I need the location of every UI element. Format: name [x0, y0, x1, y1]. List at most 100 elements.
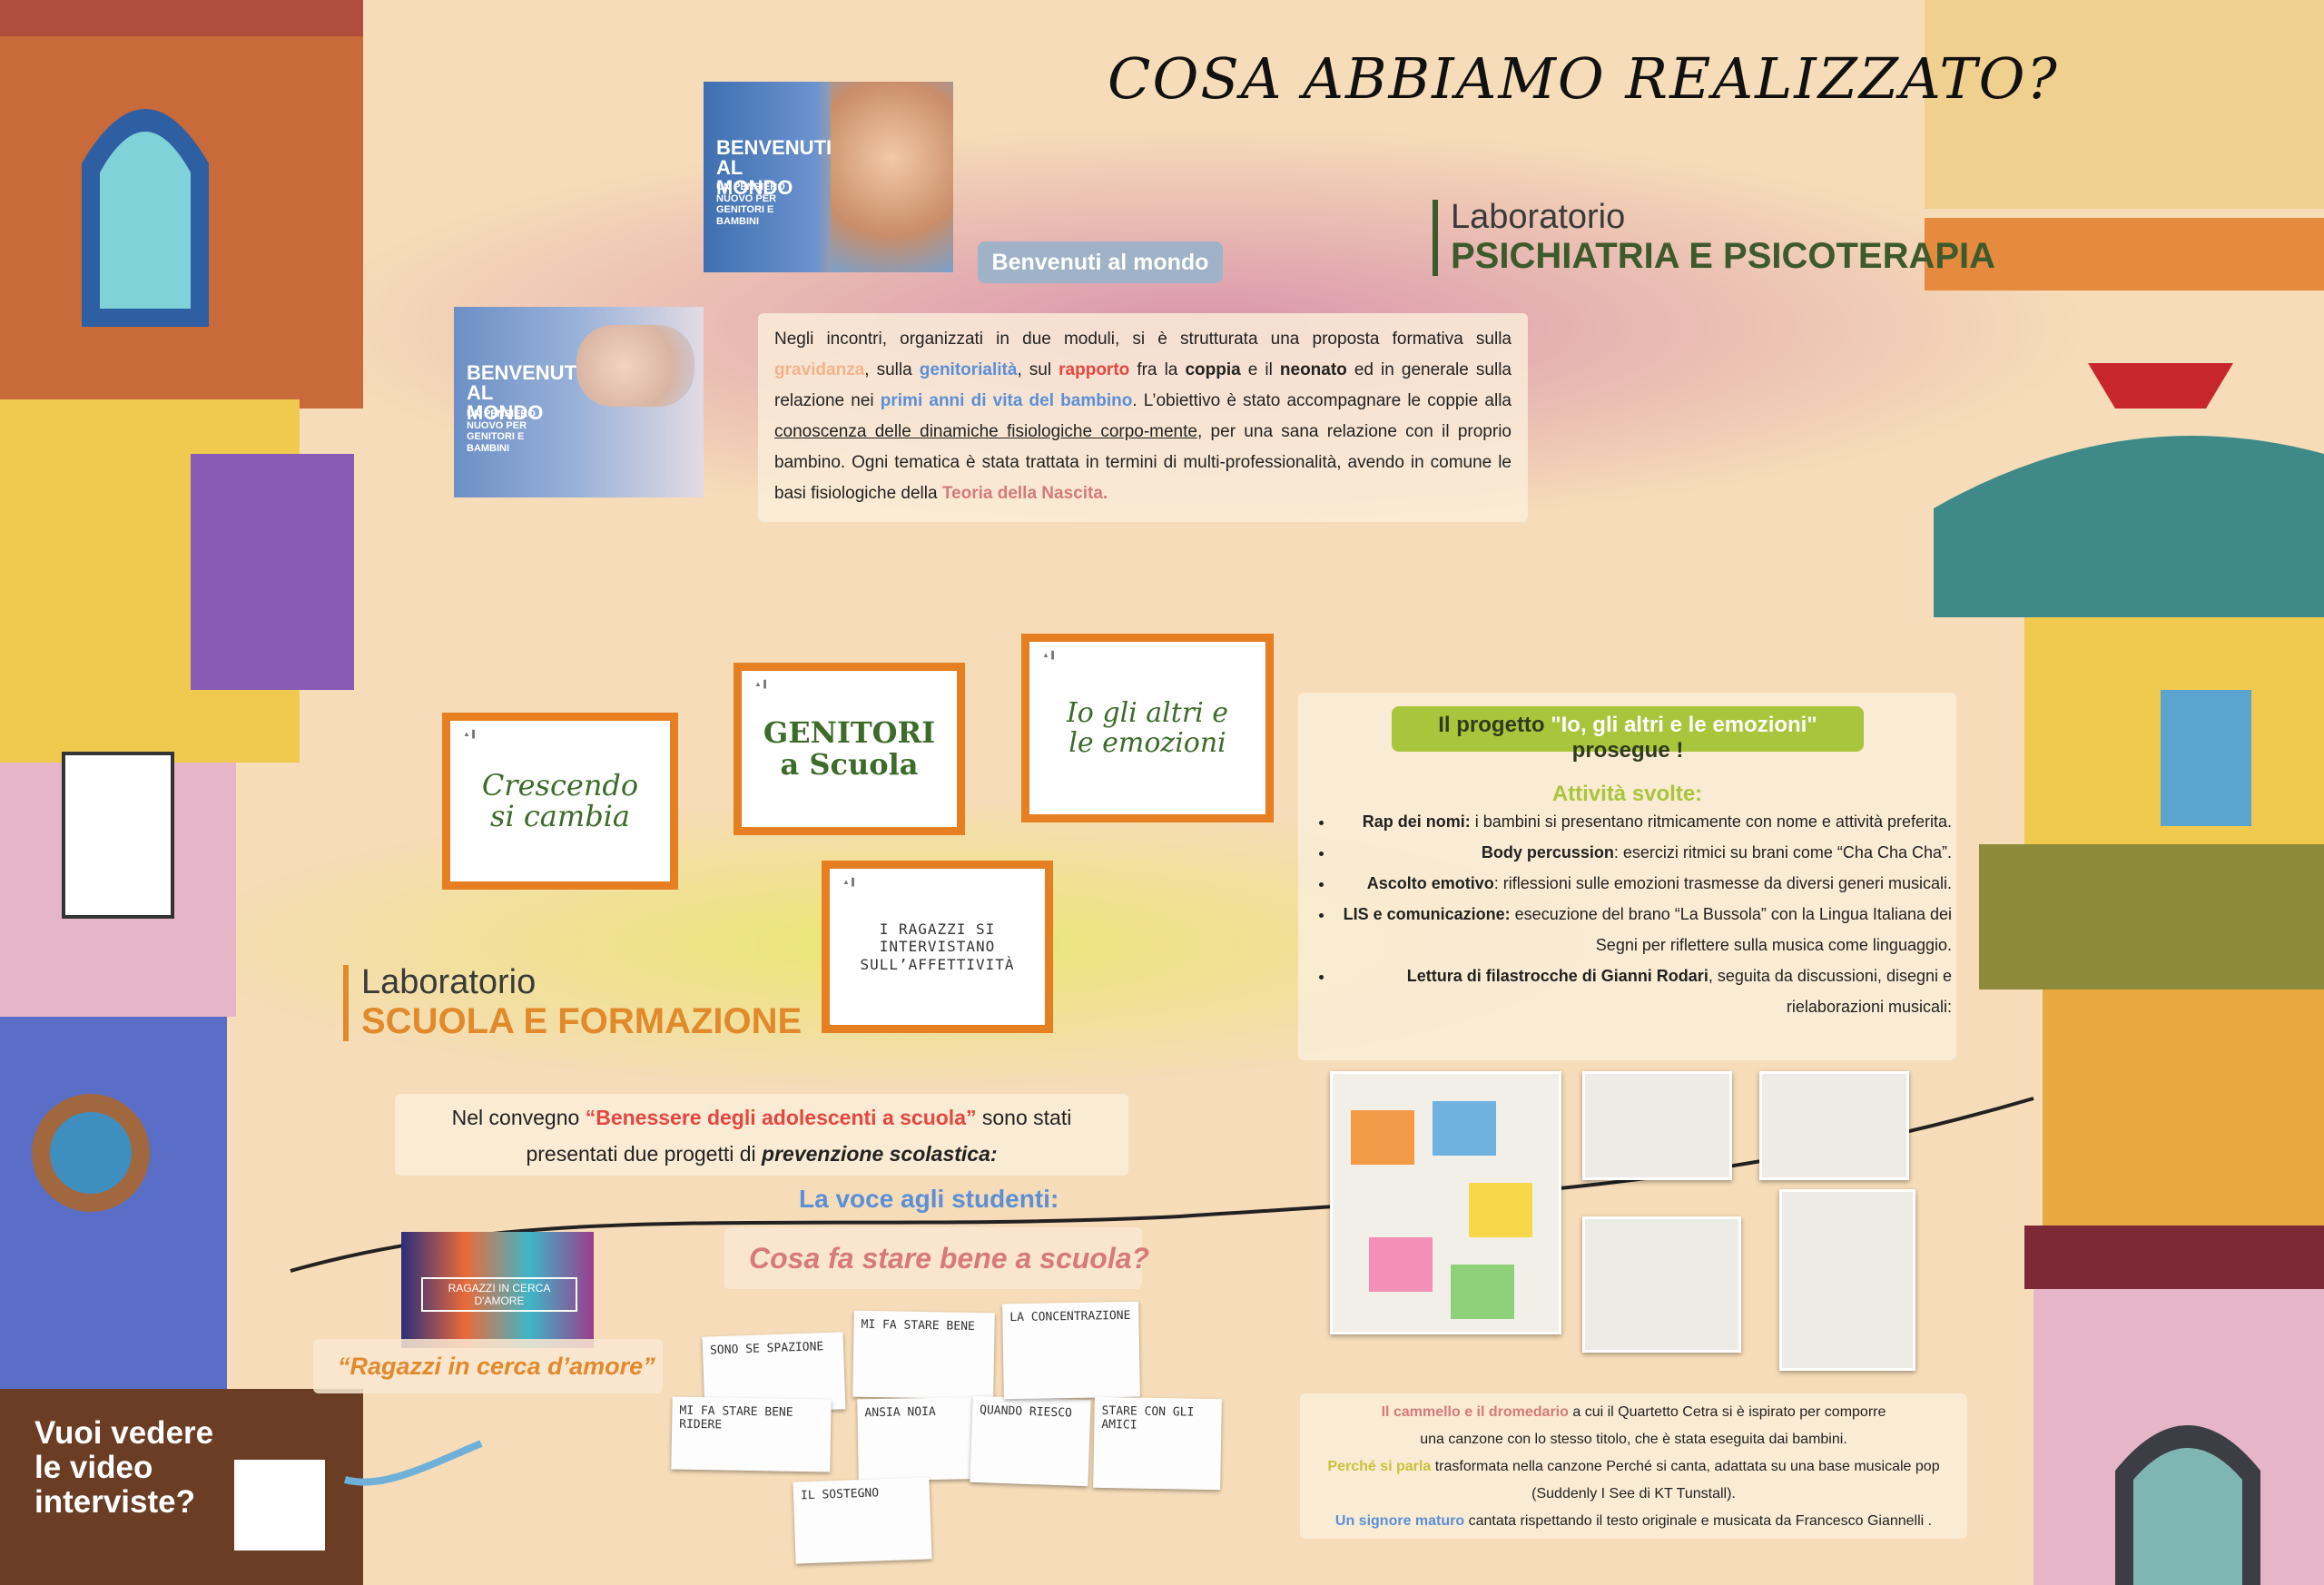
paragraph-fragment: Teoria della Nascita.: [941, 484, 1108, 503]
question-banner: [724, 1227, 1142, 1289]
convegno-line2-pre: presentati due progetti di: [526, 1142, 763, 1166]
poster-subtitle: UN PENSIERO NUOVO PER GENITORI E BAMBINI: [716, 182, 785, 227]
activity-item: Ascolto emotivo: riflessioni sulle emozi…: [1334, 868, 1952, 899]
poster-title: BENVENUTI AL MONDO: [716, 136, 832, 199]
paragraph-fragment: fra la: [1129, 360, 1186, 379]
activity-name: Body percussion: [1481, 843, 1614, 861]
student-note: LA CONCENTRAZIONE: [1002, 1301, 1140, 1400]
card-brand-mark: ▲ ▌: [463, 730, 478, 738]
clothes-line: [290, 1097, 2034, 1273]
paragraph-fragment: , sulla: [864, 360, 920, 379]
songs-text-3: trasformata nella canzone Perché si cant…: [1431, 1459, 1940, 1474]
songs-text-5: cantata rispettando il testo originale e…: [1464, 1513, 1933, 1529]
activity-item: Rap dei nomi: i bambini si presentano ri…: [1334, 806, 1952, 837]
convegno-line1: Nel convegno “Benessere degli adolescent…: [395, 1094, 1128, 1136]
child-photo-placeholder: [831, 82, 953, 272]
card-brand-mark: ▲ ▌: [842, 878, 857, 886]
ragazzi-caption-bg: [313, 1339, 663, 1393]
video-line2: le video: [34, 1450, 153, 1485]
card-io-gli-altri: ▲ ▌ Io gli altri e le emozioni: [1021, 634, 1274, 822]
lab-school-heading: Laboratorio SCUOLA E FORMAZIONE: [343, 964, 803, 1041]
paragraph-fragment: conoscenza delle dinamiche fisiologiche …: [774, 422, 1197, 441]
card-crescendo-si-cambia: ▲ ▌ Crescendo si cambia: [442, 713, 678, 890]
song-title-2: Perché si parla: [1327, 1459, 1432, 1474]
activity-description: esecuzione del brano “La Bussola” con la…: [1510, 905, 1952, 954]
songs-line2: una canzone con lo stesso titolo, che è …: [1420, 1432, 1847, 1447]
video-prompt: Vuoi vedere le video interviste?: [34, 1416, 213, 1520]
sticky-note: [1451, 1265, 1514, 1319]
student-note: MI FA STARE BENE: [852, 1310, 995, 1400]
paragraph-fragment: Negli incontri, organizzati in due modul…: [774, 330, 1512, 349]
student-note: MI FA STARE BENE RIDERE: [671, 1396, 832, 1472]
purple-window: [191, 454, 354, 690]
paragraph-fragment: , per una sana relazione con il proprio …: [774, 422, 1512, 503]
drawing-photo: [1582, 1071, 1732, 1180]
progetto-title: Il progetto "Io, gli altri e le emozioni…: [1392, 713, 1864, 763]
convegno-line2: presentati due progetti di prevenzione s…: [395, 1136, 1128, 1172]
paragraph-fragment: . L’obiettivo è stato accompagnare le co…: [1132, 391, 1512, 410]
songs-panel: Il cammello e il dromedario a cui il Qua…: [1300, 1393, 1967, 1539]
student-note: QUANDO RIESCO: [970, 1395, 1091, 1487]
lab-label: Laboratorio: [1451, 198, 1626, 236]
ragazzi-image-text: RAGAZZI IN CERCA D'AMORE: [421, 1277, 577, 1312]
activity-item: Body percussion: esercizi ritmici su bra…: [1334, 837, 1952, 868]
song-title-1: Il cammello e il dromedario: [1381, 1404, 1569, 1420]
paragraph-fragment: rapporto: [1059, 360, 1130, 379]
paragraph-fragment: neonato: [1279, 360, 1347, 379]
right-house-top: [1925, 0, 2324, 209]
activity-name: Rap dei nomi:: [1362, 812, 1471, 831]
progetto-pre: Il progetto: [1438, 713, 1551, 737]
student-note: STARE CON GLI AMICI: [1093, 1396, 1222, 1491]
activities-list: Rap dei nomi: i bambini si presentano ri…: [1316, 806, 1952, 1022]
qr-code[interactable]: [234, 1460, 325, 1551]
convegno-panel: Nel convegno “Benessere degli adolescent…: [395, 1094, 1128, 1176]
card-brand-mark: ▲ ▌: [1042, 651, 1057, 659]
drawing-photo: [1582, 1216, 1741, 1353]
activity-name: Ascolto emotivo: [1366, 874, 1494, 892]
card-brand-mark: ▲ ▌: [754, 680, 769, 688]
lab-psychiatry-heading: Laboratorio PSICHIATRIA E PSICOTERAPIA: [1433, 198, 1995, 276]
ragazzi-image: RAGAZZI IN CERCA D'AMORE: [401, 1232, 594, 1348]
psychiatry-description: Negli incontri, organizzati in due modul…: [758, 313, 1528, 522]
progetto-post: prosegue !: [1571, 738, 1684, 763]
progetto-panel: Il progetto "Io, gli altri e le emozioni…: [1298, 693, 1956, 1060]
green-tiled-roof: [1934, 436, 2324, 617]
ragazzi-caption: “Ragazzi in cerca d’amore”: [338, 1353, 655, 1380]
activity-item: LIS e comunicazione: esecuzione del bran…: [1334, 899, 1952, 960]
attivita-heading: Attività svolte:: [1551, 782, 1703, 806]
blue-house: [0, 1017, 227, 1416]
paragraph-fragment: ed in generale sulla relazione nei: [774, 360, 1512, 410]
card-title: I RAGAZZI SI INTERVISTANO SULL’AFFETTIVI…: [860, 920, 1015, 973]
songs-line5: Un signore maturo cantata rispettando il…: [1300, 1508, 1967, 1535]
benvenuti-tag: Benvenuti al mondo: [978, 241, 1223, 283]
drawing-photo: [1759, 1071, 1909, 1180]
sticky-notes-board: [1330, 1071, 1561, 1334]
songs-text-1: a cui il Quartetto Cetra si è ispirato p…: [1568, 1404, 1886, 1420]
paragraph-fragment: e il: [1240, 360, 1280, 379]
convegno-title: “Benessere degli adolescenti a scuola”: [585, 1106, 977, 1129]
video-line3: interviste?: [34, 1484, 195, 1520]
paragraph-fragment: genitorialità: [919, 360, 1018, 379]
convegno-pre: Nel convegno: [451, 1106, 586, 1129]
songs-line3: Perché si parla trasformata nella canzon…: [1300, 1453, 1967, 1481]
activity-name: Lettura di filastrocche di Gianni Rodari: [1406, 967, 1709, 985]
arrow-line: [344, 1440, 483, 1486]
lab-name: SCUOLA E FORMAZIONE: [361, 1000, 803, 1041]
drawing-photo: [1779, 1189, 1915, 1371]
activity-name: LIS e comunicazione:: [1343, 905, 1511, 923]
activity-description: : riflessioni sulle emozioni trasmesse d…: [1493, 874, 1952, 892]
sticky-note: [1351, 1110, 1414, 1165]
card-genitori-a-scuola: ▲ ▌ GENITORI a Scuola: [734, 663, 965, 835]
olive-awning: [1979, 844, 2324, 989]
student-note: IL SOSTEGNO: [793, 1477, 932, 1564]
red-boat: [2088, 363, 2233, 409]
card-title: GENITORI a Scuola: [763, 714, 936, 782]
card-title: Io gli altri e le emozioni: [1066, 697, 1229, 759]
paragraph-fragment: , sul: [1017, 360, 1059, 379]
psychiatry-paragraph: Negli incontri, organizzati in due modul…: [774, 324, 1512, 509]
song-title-3: Un signore maturo: [1334, 1513, 1465, 1529]
songs-line1: Il cammello e il dromedario a cui il Qua…: [1300, 1393, 1967, 1426]
card-ragazzi-si-intervistano: ▲ ▌ I RAGAZZI SI INTERVISTANO SULL’AFFET…: [822, 861, 1053, 1033]
activity-description: i bambini si presentano ritmicamente con…: [1470, 812, 1952, 831]
paragraph-fragment: gravidanza: [774, 360, 865, 379]
